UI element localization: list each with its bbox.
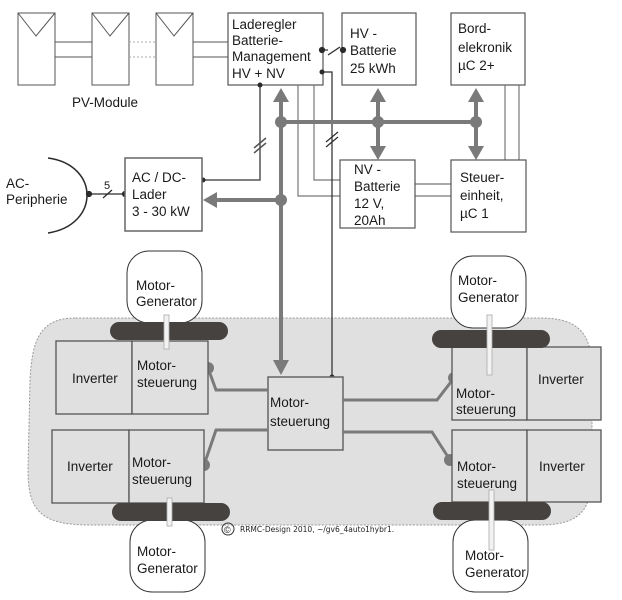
- copyright-text: RRMC-Design 2010, ~/gv6_4auto1hybr1.: [240, 525, 394, 534]
- svg-text:HV + NV: HV + NV: [232, 66, 285, 81]
- laderegler-box: Laderegler Batterie- Management HV + NV: [227, 12, 324, 86]
- bus-arrows: [203, 88, 484, 375]
- svg-text:Generator: Generator: [136, 294, 197, 309]
- ac-peripherie-label: AC-: [6, 176, 29, 191]
- wheel-rear-left: Inverter Motor- steuerung Motor- Generat…: [51, 429, 230, 593]
- svg-text:Steuer-: Steuer-: [460, 170, 504, 185]
- svg-text:einheit,: einheit,: [460, 188, 504, 203]
- svg-text:Generator: Generator: [465, 565, 526, 580]
- svg-text:Inverter: Inverter: [539, 459, 585, 474]
- svg-text:Batterie: Batterie: [354, 179, 401, 194]
- black-wire-charger: [203, 85, 267, 181]
- svg-text:AC / DC-: AC / DC-: [132, 170, 186, 185]
- ac-dc-lader-box: AC / DC- Lader 3 - 30 kW: [124, 157, 203, 232]
- svg-text:Motor-: Motor-: [465, 548, 504, 563]
- arrow-down-steuereinheit: [468, 146, 484, 160]
- svg-text:Bord-: Bord-: [458, 21, 491, 36]
- svg-text:Generator: Generator: [458, 290, 519, 305]
- axle-icon: [166, 497, 173, 527]
- svg-text:Motor-: Motor-: [132, 455, 171, 470]
- wheel-rear-right: Motor- steuerung Inverter Motor- Generat…: [433, 429, 602, 593]
- nv-batterie-box: NV - Batterie 12 V, 20Ah: [339, 159, 416, 229]
- svg-text:Motor-: Motor-: [458, 273, 497, 288]
- ac-line-count: 5: [104, 180, 110, 192]
- svg-text:elekronik: elekronik: [458, 40, 512, 55]
- arrow-down-motorsteuerung: [273, 360, 289, 375]
- axle-icon: [163, 314, 170, 350]
- svg-text:Motor-: Motor-: [457, 459, 496, 474]
- svg-text:25 kWh: 25 kWh: [350, 61, 396, 76]
- svg-text:Inverter: Inverter: [67, 459, 113, 474]
- pv-module-3: [155, 12, 194, 86]
- junction-dot: [319, 69, 325, 75]
- svg-text:Batterie-: Batterie-: [232, 33, 283, 48]
- arrow-left-charger: [203, 192, 217, 208]
- svg-text:Inverter: Inverter: [72, 371, 118, 386]
- arrow-down-nv-batterie: [370, 146, 386, 160]
- hv-wire-switch: [318, 46, 347, 56]
- axle-icon: [488, 489, 495, 551]
- axle-icon: [486, 314, 493, 376]
- svg-text:steuerung: steuerung: [270, 414, 330, 429]
- svg-text:Motor-: Motor-: [137, 358, 176, 373]
- svg-text:steuerung: steuerung: [457, 476, 517, 491]
- svg-text:Lader: Lader: [132, 187, 167, 202]
- svg-text:Motor-: Motor-: [456, 386, 495, 401]
- hv-batterie-box: HV - Batterie 25 kWh: [341, 12, 417, 86]
- svg-text:steuerung: steuerung: [132, 472, 192, 487]
- black-wire-main: [322, 71, 339, 377]
- svg-text:©: ©: [224, 525, 231, 535]
- central-motorsteuerung-box: Motor- steuerung: [267, 376, 344, 451]
- copyright-icon: [221, 522, 235, 536]
- steuereinheit-box: Steuer- einheit, µC 1: [450, 159, 527, 233]
- svg-text:Laderegler: Laderegler: [232, 17, 297, 32]
- arrow-up-hv-batterie: [370, 88, 386, 102]
- copyright: © RRMC-Design 2010, ~/gv6_4auto1hybr1.: [221, 522, 394, 536]
- svg-text:Inverter: Inverter: [538, 372, 584, 387]
- svg-text:Management: Management: [232, 49, 311, 64]
- svg-text:Motor-: Motor-: [270, 395, 309, 410]
- ac-peripherie-label: Peripherie: [6, 192, 68, 207]
- bordelektronik-box: Bord- elekronik µC 2+: [450, 12, 526, 86]
- pv-module-1: [17, 12, 56, 86]
- svg-text:Motor-: Motor-: [137, 544, 176, 559]
- svg-text:Generator: Generator: [137, 561, 198, 576]
- pv-module-2: [91, 12, 130, 86]
- arrow-up-laderegler: [273, 88, 289, 102]
- pv-modules-label: PV-Module: [72, 95, 138, 110]
- svg-text:3 - 30 kW: 3 - 30 kW: [132, 204, 190, 219]
- motor-wires: [202, 367, 456, 466]
- pv-connections: [55, 41, 228, 58]
- svg-text:Motor-: Motor-: [136, 278, 175, 293]
- svg-text:NV -: NV -: [354, 162, 381, 177]
- svg-text:µC 2+: µC 2+: [458, 58, 495, 73]
- svg-text:Batterie: Batterie: [350, 43, 397, 58]
- svg-text:µC 1: µC 1: [460, 206, 489, 221]
- wheel-front-right: Motor- Generator Motor- steuerung Invert…: [432, 255, 602, 421]
- svg-text:20Ah: 20Ah: [354, 213, 386, 228]
- svg-text:steuerung: steuerung: [137, 375, 197, 390]
- svg-text:steuerung: steuerung: [456, 402, 516, 417]
- svg-text:12 V,: 12 V,: [354, 196, 384, 211]
- arrow-up-bordelektronik: [468, 88, 484, 102]
- svg-text:HV -: HV -: [350, 26, 377, 41]
- wheel-front-left: Motor- Generator Inverter Motor- steueru…: [55, 250, 228, 415]
- junction-dot: [257, 82, 263, 88]
